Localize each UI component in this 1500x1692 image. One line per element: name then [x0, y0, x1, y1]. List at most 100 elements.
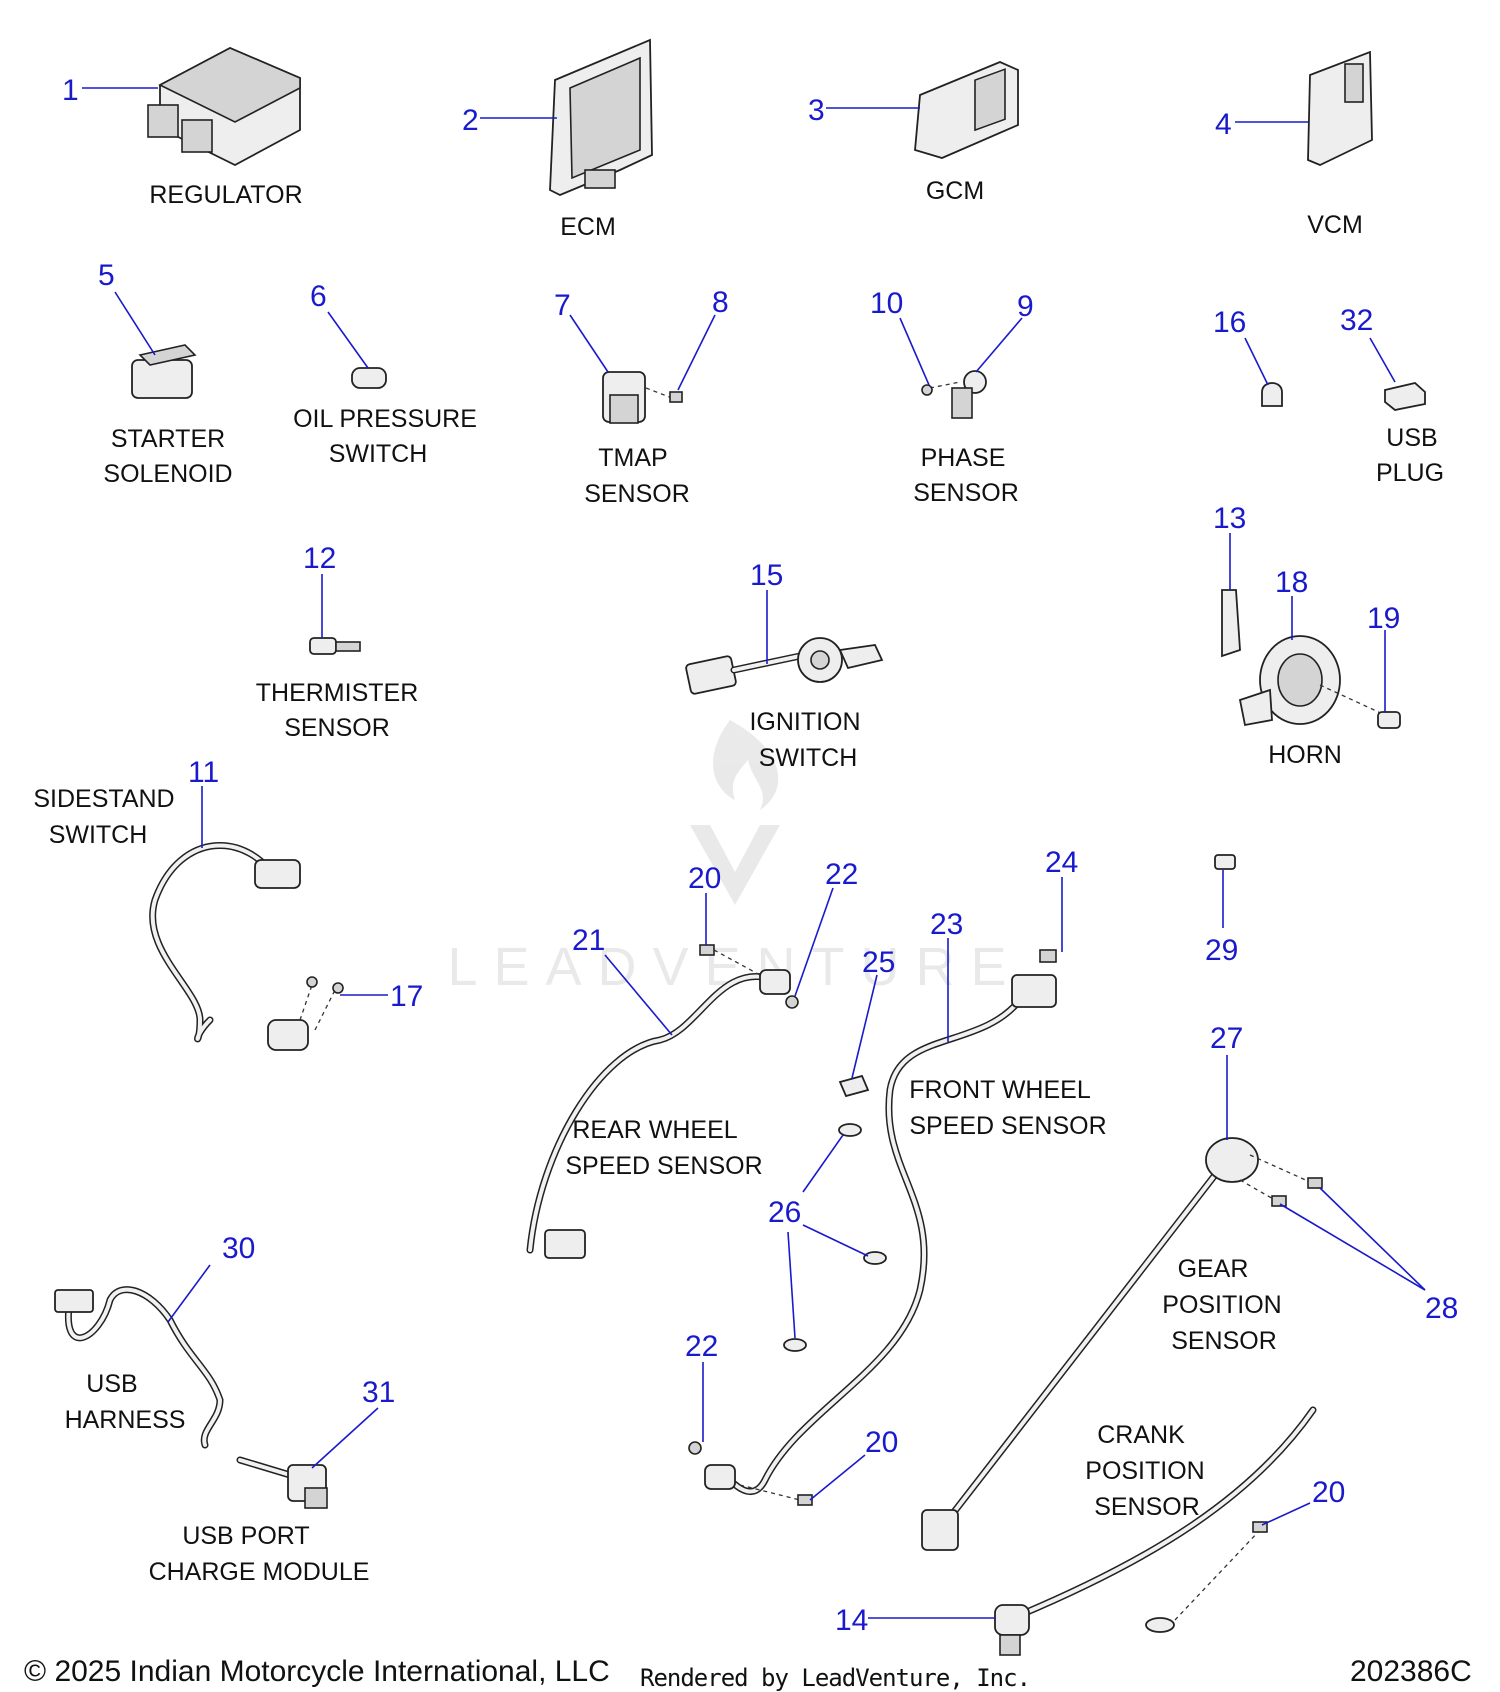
- horn-bolt-part: [1377, 711, 1401, 729]
- clip-25-part: [838, 1074, 870, 1098]
- vcm-part: [1307, 50, 1373, 166]
- callout-screw-20-b[interactable]: 20: [865, 1426, 898, 1459]
- callout-rear-wheel-speed-sensor[interactable]: 21: [572, 924, 605, 957]
- label-tmap-sensor-1: TMAP: [598, 444, 667, 472]
- callout-gear-position-sensor[interactable]: 27: [1210, 1022, 1243, 1055]
- callout-usb-plug[interactable]: 32: [1340, 304, 1373, 337]
- callout-usb-charge-module[interactable]: 31: [362, 1376, 395, 1409]
- callout-gcm[interactable]: 3: [808, 94, 825, 127]
- label-tmap-sensor-2: SENSOR: [584, 480, 690, 508]
- ecm-part: [549, 38, 653, 196]
- callout-oil-pressure-switch[interactable]: 6: [310, 280, 327, 313]
- label-gear-position-sensor-2: POSITION: [1162, 1291, 1281, 1319]
- callout-clip-16[interactable]: 16: [1213, 306, 1246, 339]
- rear-wheel-speed-sensor-part: [526, 944, 799, 1259]
- callout-horn-bracket[interactable]: 13: [1213, 502, 1246, 535]
- label-usb-plug-1: USB: [1386, 424, 1437, 452]
- label-usb-harness-1: USB: [86, 1370, 137, 1398]
- callout-horn[interactable]: 18: [1275, 566, 1308, 599]
- callout-ignition-switch[interactable]: 15: [750, 559, 783, 592]
- front-wheel-speed-sensor-part: [688, 949, 1057, 1506]
- label-thermister-sensor-2: SENSOR: [284, 714, 390, 742]
- label-sidestand-switch-1: SIDESTAND: [33, 785, 174, 813]
- label-sidestand-switch-2: SWITCH: [49, 821, 148, 849]
- starter-solenoid-part: [131, 344, 197, 399]
- label-oil-pressure-switch-2: SWITCH: [329, 440, 428, 468]
- clip-part: [1261, 382, 1283, 407]
- gear-position-sensor-part: [921, 1137, 1323, 1551]
- callout-screw-20-c[interactable]: 20: [1312, 1476, 1345, 1509]
- label-front-wheel-speed-sensor-2: SPEED SENSOR: [909, 1112, 1106, 1140]
- phase-sensor-part: [921, 370, 987, 419]
- callout-tmap-sensor[interactable]: 7: [554, 289, 571, 322]
- callout-phase-screw[interactable]: 10: [870, 287, 903, 320]
- callout-front-wheel-speed-sensor[interactable]: 23: [930, 908, 963, 941]
- label-regulator: REGULATOR: [149, 181, 302, 209]
- label-crank-position-sensor-3: SENSOR: [1094, 1493, 1200, 1521]
- callout-starter-solenoid[interactable]: 5: [98, 259, 115, 292]
- clip-26-parts: [783, 1123, 887, 1352]
- gcm-part: [914, 61, 1019, 159]
- part-labels: REGULATOR ECM GCM VCM STARTER SOLENOID O…: [33, 177, 1444, 1586]
- horn-part: [1238, 635, 1386, 727]
- callout-numbers: 1 2 3 4 5 6 7 8 10 9 16 32 12 15 13 18 1…: [62, 74, 1458, 1637]
- thermister-sensor-part: [309, 637, 361, 655]
- callout-vcm[interactable]: 4: [1215, 108, 1232, 141]
- label-front-wheel-speed-sensor-1: FRONT WHEEL: [909, 1076, 1091, 1104]
- callout-horn-bolt[interactable]: 19: [1367, 602, 1400, 635]
- callout-phase-sensor[interactable]: 9: [1017, 290, 1034, 323]
- rendered-by-text: Rendered by LeadVenture, Inc.: [640, 1664, 1031, 1692]
- label-oil-pressure-switch-1: OIL PRESSURE: [293, 405, 477, 433]
- label-crank-position-sensor-2: POSITION: [1085, 1457, 1204, 1485]
- callout-washer-22-b[interactable]: 22: [685, 1330, 718, 1363]
- label-gcm: GCM: [926, 177, 984, 205]
- usb-harness-part: [54, 1286, 224, 1449]
- leader-lines: [82, 87, 1426, 1619]
- copyright-text: © 2025 Indian Motorcycle International, …: [24, 1655, 610, 1688]
- label-crank-position-sensor-1: CRANK: [1097, 1421, 1185, 1449]
- label-rear-wheel-speed-sensor-1: REAR WHEEL: [572, 1116, 737, 1144]
- leadventure-watermark: LEADVENTURE: [447, 720, 1022, 997]
- label-ignition-switch-1: IGNITION: [749, 708, 860, 736]
- diagram-id: 202386C: [1350, 1655, 1472, 1688]
- callout-connector-24[interactable]: 24: [1045, 846, 1078, 879]
- watermark-text: LEADVENTURE: [447, 937, 1022, 997]
- label-vcm: VCM: [1307, 211, 1363, 239]
- callout-washer-22-a[interactable]: 22: [825, 858, 858, 891]
- label-usb-harness-2: HARNESS: [65, 1406, 186, 1434]
- label-gear-position-sensor-3: SENSOR: [1171, 1327, 1277, 1355]
- callout-usb-harness[interactable]: 30: [222, 1232, 255, 1265]
- callout-sidestand-switch[interactable]: 11: [188, 756, 219, 789]
- ignition-switch-part: [685, 637, 884, 695]
- label-phase-sensor-2: SENSOR: [913, 479, 1019, 507]
- usb-charge-module-part: [236, 1456, 328, 1509]
- label-usb-plug-2: PLUG: [1376, 459, 1444, 487]
- label-usb-port-charge-module-1: USB PORT: [182, 1522, 309, 1550]
- tmap-sensor-part: [602, 371, 683, 424]
- label-starter-solenoid-2: SOLENOID: [103, 460, 232, 488]
- label-ecm: ECM: [560, 213, 616, 241]
- callout-clips-26[interactable]: 26: [768, 1196, 801, 1229]
- connector-29-part: [1214, 854, 1236, 870]
- callout-connector-29[interactable]: 29: [1205, 934, 1238, 967]
- label-ignition-switch-2: SWITCH: [759, 744, 858, 772]
- label-starter-solenoid-1: STARTER: [111, 425, 225, 453]
- callout-thermister-sensor[interactable]: 12: [303, 542, 336, 575]
- horn-bracket-part: [1221, 589, 1241, 658]
- crank-position-sensor-part: [994, 1406, 1317, 1656]
- label-gear-position-sensor-1: GEAR: [1178, 1255, 1249, 1283]
- callout-gear-screws-28[interactable]: 28: [1425, 1292, 1458, 1325]
- oil-pressure-switch-part: [351, 367, 387, 389]
- label-usb-port-charge-module-2: CHARGE MODULE: [149, 1558, 370, 1586]
- label-phase-sensor-1: PHASE: [921, 444, 1006, 472]
- callout-regulator[interactable]: 1: [62, 74, 79, 107]
- callout-sidestand-screw[interactable]: 17: [390, 980, 423, 1013]
- callout-ecm[interactable]: 2: [462, 104, 479, 137]
- callout-screw-20-a[interactable]: 20: [688, 862, 721, 895]
- callout-crank-position-sensor[interactable]: 14: [835, 1604, 868, 1637]
- regulator-part: [147, 47, 301, 167]
- usb-plug-part: [1384, 382, 1426, 411]
- callout-tmap-screw[interactable]: 8: [712, 286, 729, 319]
- callout-clip-25[interactable]: 25: [862, 946, 895, 979]
